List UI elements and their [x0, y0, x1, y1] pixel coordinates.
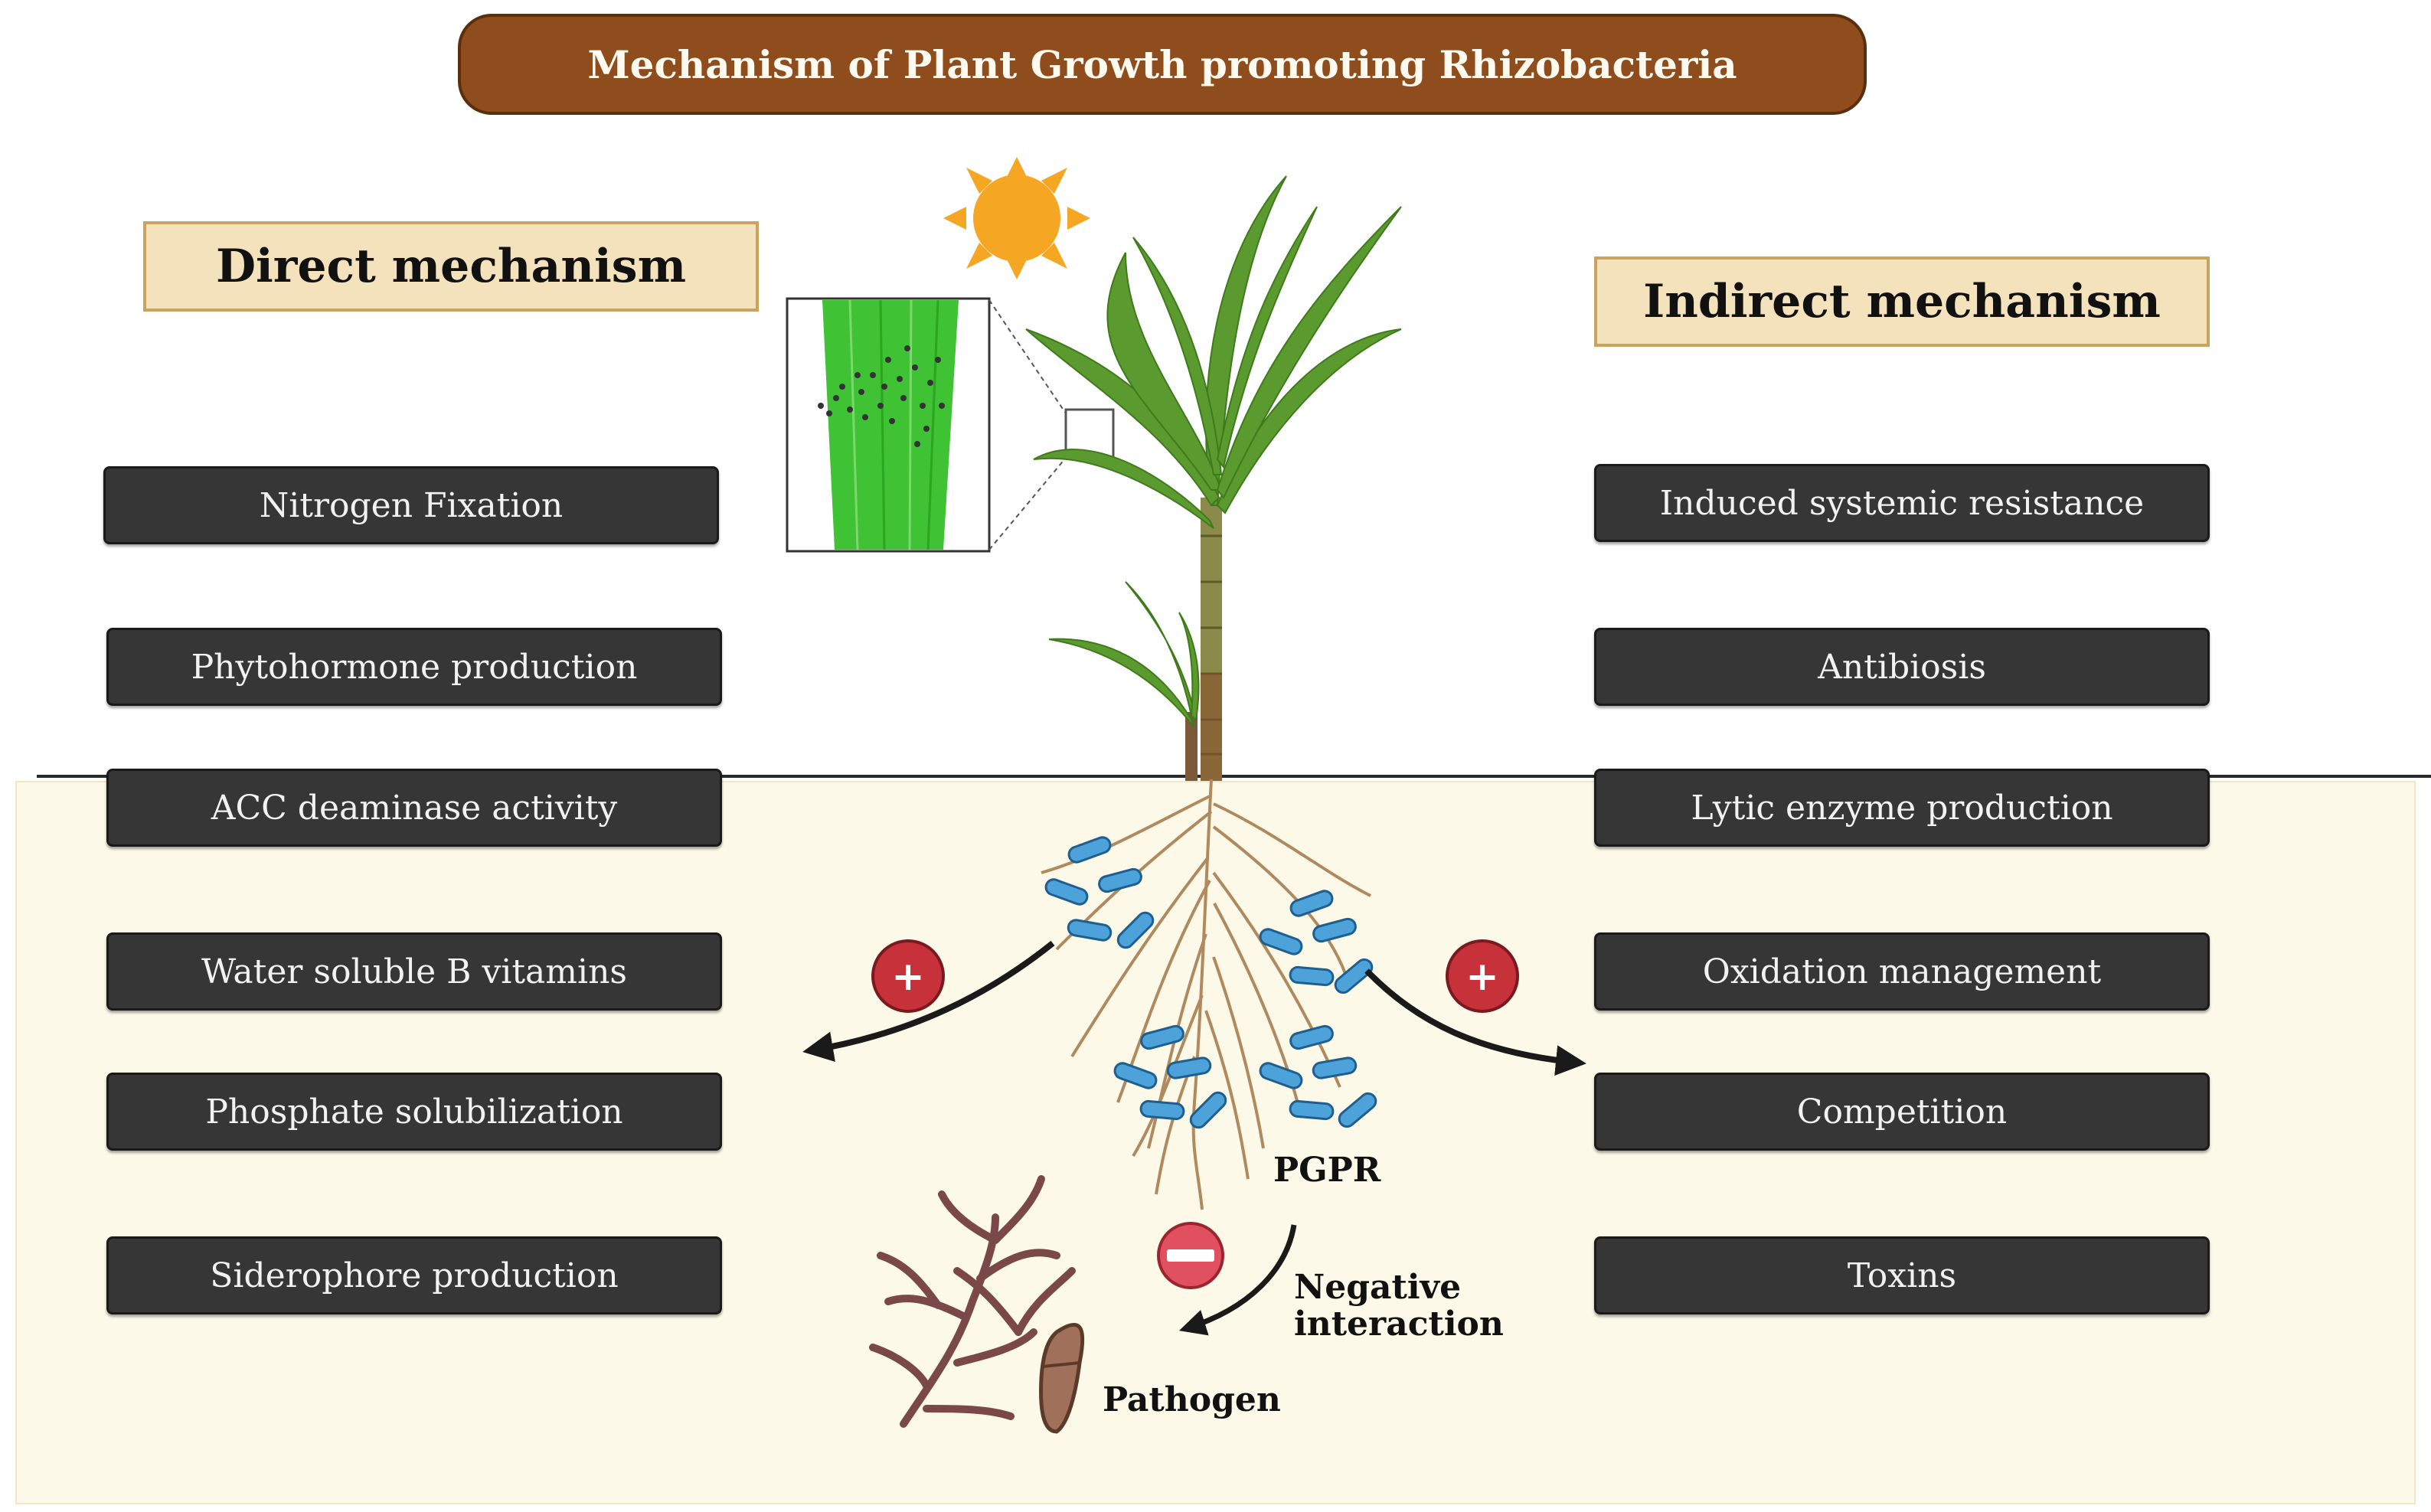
- arrow-negative-interaction: [1178, 1224, 1297, 1336]
- pathogen-body-icon: [1039, 1323, 1085, 1434]
- negative-interaction-label: Negative interaction: [1294, 1268, 1504, 1344]
- pgpr-label: PGPR: [1273, 1151, 1381, 1190]
- title-text: Mechanism of Plant Growth promoting Rhiz…: [587, 41, 1737, 87]
- pathogen-label: Pathogen: [1103, 1380, 1281, 1419]
- sugarcane-plant: [1025, 175, 1402, 781]
- direct-item-phosphate-solubilization: Phosphate solubilization: [106, 1073, 722, 1151]
- direct-item-nitrogen-fixation: Nitrogen Fixation: [103, 466, 719, 544]
- indirect-item-toxins: Toxins: [1594, 1236, 2210, 1314]
- title-banner: Mechanism of Plant Growth promoting Rhiz…: [458, 14, 1867, 115]
- direct-item-acc-deaminase: ACC deaminase activity: [106, 769, 722, 847]
- arrow-to-direct: [802, 940, 1055, 1063]
- leaf-zoom-inset: [786, 297, 1115, 553]
- indirect-item-oxidation-management: Oxidation management: [1594, 932, 2210, 1011]
- ground-line: [37, 775, 2431, 778]
- plus-sign: +: [1465, 954, 1499, 1000]
- indirect-item-antibiosis: Antibiosis: [1594, 628, 2210, 706]
- sun-icon: [943, 157, 1090, 279]
- indirect-mechanism-heading: Indirect mechanism: [1594, 256, 2210, 347]
- pathogen-illustration: [869, 1175, 1076, 1428]
- direct-item-phytohormone-production: Phytohormone production: [106, 628, 722, 706]
- indirect-item-lytic-enzyme: Lytic enzyme production: [1594, 769, 2210, 847]
- plus-sign: +: [891, 954, 925, 1000]
- indirect-item-competition: Competition: [1594, 1073, 2210, 1151]
- root-system: [1041, 779, 1371, 1210]
- direct-item-b-vitamins: Water soluble B vitamins: [106, 932, 722, 1011]
- plus-icon-right: +: [1446, 939, 1519, 1013]
- direct-mechanism-heading: Direct mechanism: [143, 221, 759, 312]
- indirect-item-induced-systemic-resistance: Induced systemic resistance: [1594, 464, 2210, 542]
- direct-item-siderophore-production: Siderophore production: [106, 1236, 722, 1314]
- pgpr-bacteria: [1044, 836, 1377, 1129]
- plus-icon-left: +: [871, 939, 945, 1013]
- arrow-to-indirect: [1364, 968, 1586, 1076]
- minus-icon: [1157, 1222, 1224, 1289]
